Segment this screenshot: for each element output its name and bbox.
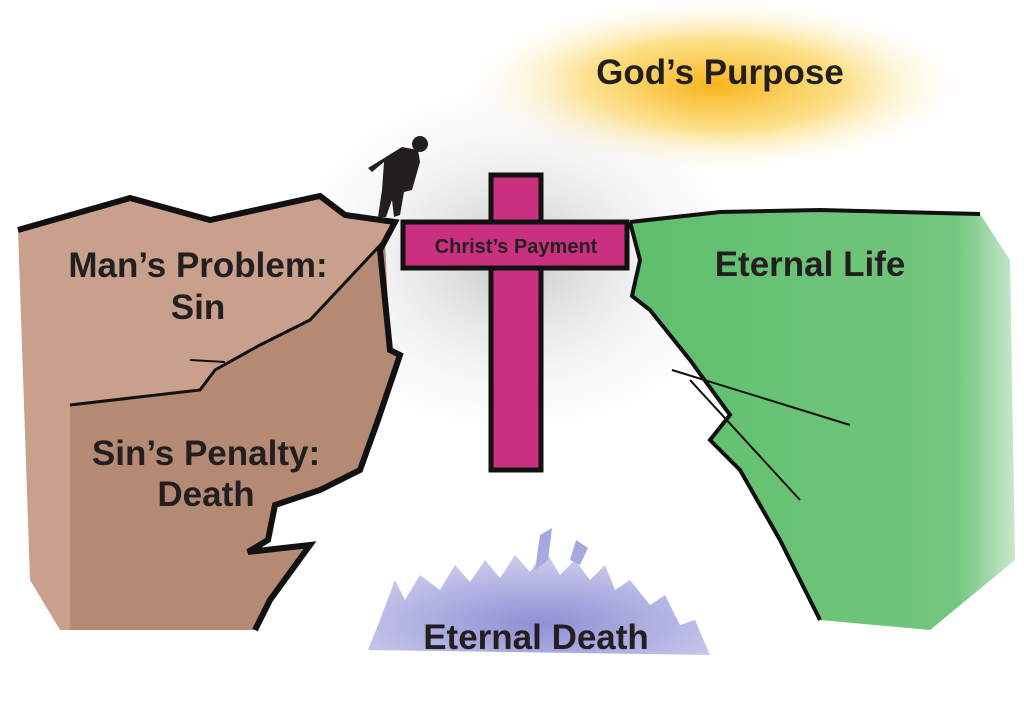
flames — [368, 528, 710, 655]
mans-problem-label-line2: Sin — [171, 288, 225, 327]
eternal-death-label: Eternal Death — [423, 618, 649, 657]
left-cliff — [17, 192, 404, 632]
right-cliff — [628, 207, 1015, 630]
gods-purpose-label: God’s Purpose — [596, 53, 844, 92]
mans-problem-label-line1: Man’s Problem: — [68, 246, 327, 285]
eternal-life-label: Eternal Life — [715, 245, 906, 284]
sins-penalty-label-line2: Death — [157, 475, 254, 514]
person-silhouette-icon — [368, 136, 428, 217]
christs-payment-label: Christ’s Payment — [435, 236, 598, 258]
cross — [400, 172, 630, 473]
sins-penalty-label-line1: Sin’s Penalty: — [92, 434, 320, 473]
